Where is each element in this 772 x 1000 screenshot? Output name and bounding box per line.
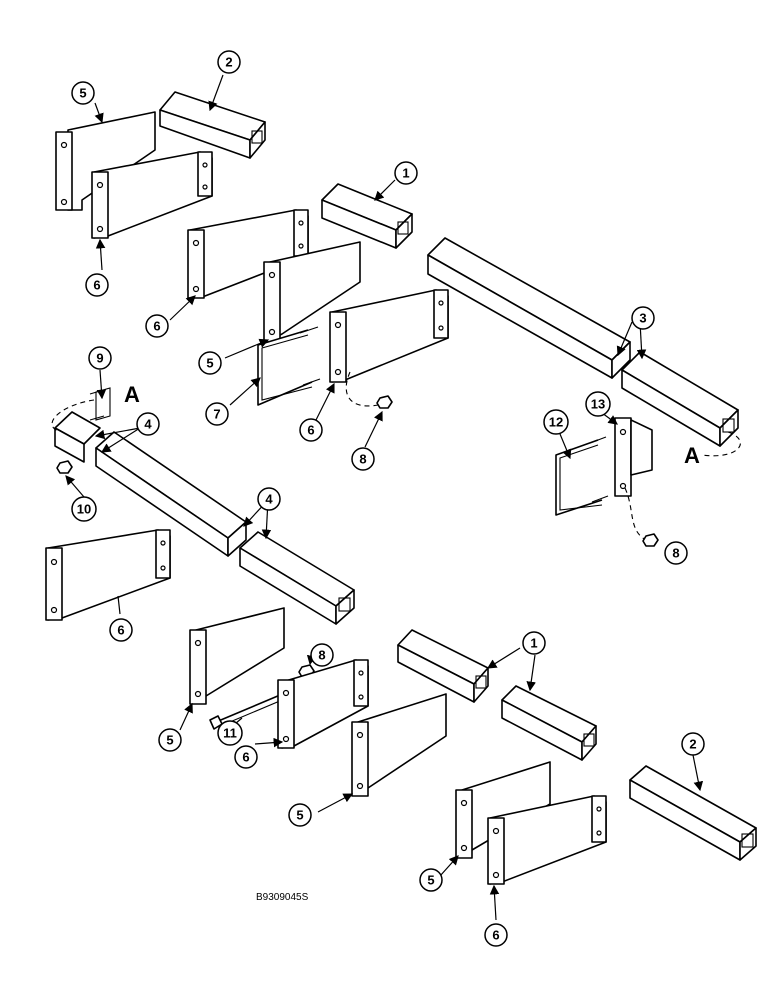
callout-5-top: 5: [71, 81, 95, 105]
svg-text:5: 5: [166, 733, 173, 748]
svg-text:4: 4: [265, 492, 273, 507]
mounting-plate-part-5-bottom-mid: [351, 693, 447, 797]
svg-text:8: 8: [672, 546, 679, 561]
svg-text:6: 6: [242, 750, 249, 765]
callout-2-bottom: 2: [681, 732, 705, 756]
square-tube-part-1-top: [321, 183, 413, 249]
plate-part-13: [614, 417, 653, 497]
callout-1-bottom: 1: [522, 631, 546, 655]
bracket-part-6-left: [45, 529, 171, 621]
callout-6-top: 6: [85, 273, 109, 297]
svg-text:6: 6: [93, 278, 100, 293]
svg-text:1: 1: [402, 166, 409, 181]
bracket-part-6-right: [329, 289, 449, 383]
callout-5-middle: 5: [198, 351, 222, 375]
square-tube-part-1-bottom-a: [397, 629, 489, 703]
svg-text:5: 5: [296, 808, 303, 823]
callout-6-bottom: 6: [234, 745, 258, 769]
callout-1-top: 1: [394, 161, 418, 185]
callout-6-left: 6: [109, 618, 133, 642]
mounting-plate-part-5-top: [55, 111, 156, 211]
svg-text:5: 5: [206, 356, 213, 371]
square-tube-part-1-bottom-b: [501, 685, 597, 761]
square-tube-part-2-top: [159, 91, 266, 159]
callout-11: 11: [217, 720, 243, 746]
callout-7: 7: [205, 402, 229, 426]
detail-letter-a-left: A: [124, 382, 140, 407]
detail-letter-a-right: A: [684, 443, 700, 468]
callout-5-bottom-mid: 5: [288, 803, 312, 827]
callout-13: 13: [585, 391, 611, 417]
svg-text:6: 6: [492, 928, 499, 943]
svg-text:6: 6: [153, 319, 160, 334]
svg-text:8: 8: [318, 648, 325, 663]
svg-text:2: 2: [689, 737, 696, 752]
svg-text:4: 4: [144, 417, 152, 432]
nut-part-8-right: [624, 487, 659, 547]
svg-text:5: 5: [79, 86, 86, 101]
callout-10: 10: [71, 496, 97, 522]
svg-text:9: 9: [96, 351, 103, 366]
callout-4-right: 4: [257, 487, 281, 511]
callout-8-top: 8: [351, 447, 375, 471]
mounting-plate-part-5-bottom-left: [189, 607, 285, 705]
long-tube-part-4: [54, 411, 355, 625]
nut-part-8-top: [345, 371, 393, 409]
callout-3: 3: [631, 306, 655, 330]
callout-8-right: 8: [664, 541, 688, 565]
svg-text:8: 8: [359, 452, 366, 467]
long-tube-part-3: [427, 237, 739, 447]
callout-5-bottom-right: 5: [419, 868, 443, 892]
svg-text:3: 3: [639, 311, 646, 326]
bracket-part-6-top: [91, 151, 213, 239]
leader-lines: [65, 74, 704, 921]
detail-a-connector-left: [51, 399, 95, 433]
mounting-plate-part-5-bottom-right: [455, 761, 551, 859]
svg-text:13: 13: [591, 397, 605, 412]
callout-6-right: 6: [299, 418, 323, 442]
svg-text:2: 2: [225, 55, 232, 70]
bolt-part-9: [89, 387, 111, 421]
square-tube-part-2-bottom: [629, 765, 757, 861]
svg-text:5: 5: [427, 873, 434, 888]
svg-text:12: 12: [549, 415, 563, 430]
svg-text:6: 6: [307, 423, 314, 438]
callout-8-bottom: 8: [310, 643, 334, 667]
callout-5-bottom-left: 5: [158, 728, 182, 752]
bracket-part-6-bottom-right: [487, 795, 607, 885]
callout-12: 12: [543, 409, 569, 435]
callout-6-middle: 6: [145, 314, 169, 338]
svg-text:7: 7: [213, 407, 220, 422]
u-bolt-part-7: [257, 326, 321, 406]
drawing-code: B9309045S: [256, 892, 309, 903]
mounting-plate-part-5-middle: [263, 241, 361, 343]
svg-text:10: 10: [77, 502, 91, 517]
callout-2-top: 2: [217, 50, 241, 74]
callout-9: 9: [88, 346, 112, 370]
svg-text:6: 6: [117, 623, 124, 638]
u-bolt-part-12: [555, 436, 609, 516]
bracket-part-6-bottom: [277, 659, 369, 749]
callout-4-left: 4: [136, 412, 160, 436]
callout-6-bottom-right: 6: [484, 923, 508, 947]
svg-text:11: 11: [223, 726, 237, 741]
svg-text:1: 1: [530, 636, 537, 651]
nut-part-10: [56, 460, 73, 474]
